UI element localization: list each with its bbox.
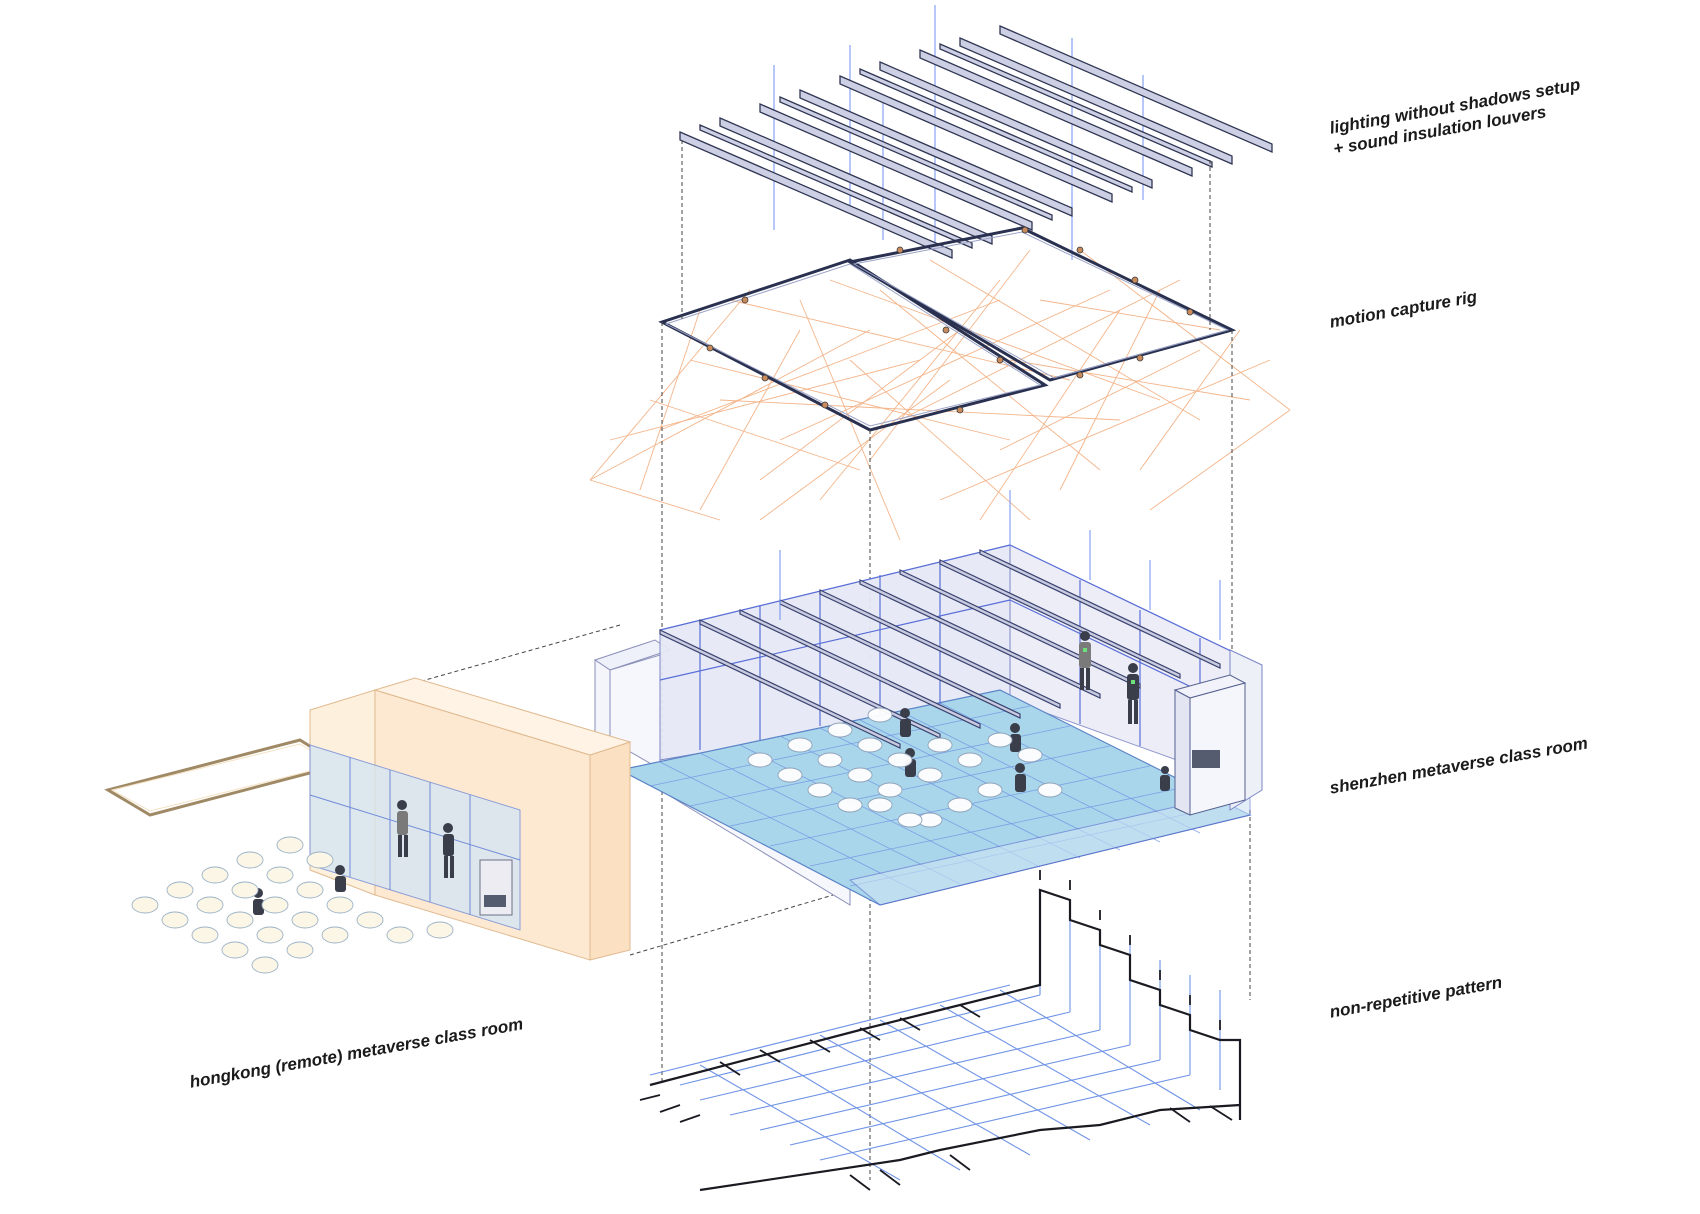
louver-bars <box>679 25 1273 259</box>
shenzhen-classroom <box>593 490 1263 906</box>
shenzhen-front-glass <box>848 789 1251 906</box>
non-repetitive-pattern-layer <box>639 870 1242 1192</box>
pattern-black-edges <box>649 888 1242 1192</box>
shenzhen-hangers <box>779 490 1221 640</box>
hongkong-console <box>479 859 513 916</box>
camera-frustum-lines <box>589 249 1291 541</box>
hongkong-chairs <box>131 836 454 974</box>
hongkong-classroom <box>104 677 632 974</box>
pattern-blue-grid <box>649 900 1221 1181</box>
shenzhen-chairs <box>747 707 1063 828</box>
hongkong-glass-mullions <box>309 757 521 915</box>
shenzhen-wall-frame <box>659 544 1261 770</box>
rig-cameras <box>706 226 1194 414</box>
hongkong-back-panel-top <box>373 677 632 756</box>
hongkong-back-panel-right <box>589 741 631 961</box>
lighting-louvers-layer <box>679 5 1273 260</box>
motion-capture-rig-layer <box>589 226 1291 541</box>
rig-frames-inner <box>664 231 1230 427</box>
hongkong-glass-room <box>309 744 521 931</box>
hongkong-people <box>253 800 454 915</box>
hongkong-rig-frame <box>104 738 344 817</box>
pattern-edge-ticks <box>639 870 1233 1191</box>
shenzhen-console <box>1173 674 1247 816</box>
